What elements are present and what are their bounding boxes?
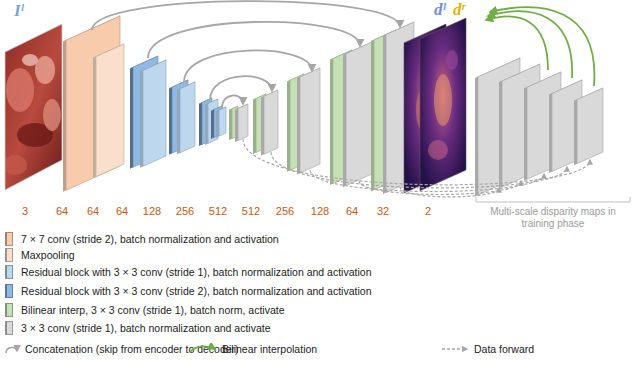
layer-slab xyxy=(574,88,603,165)
slab-edge xyxy=(549,94,552,174)
slab-edge xyxy=(177,89,180,155)
slab-edge xyxy=(235,109,238,143)
channel-count: 128 xyxy=(311,205,329,218)
group-note: Multi-scale disparity maps in training p… xyxy=(473,206,633,230)
channel-count: 256 xyxy=(276,205,294,218)
legend-swatch xyxy=(5,284,13,298)
slab-edge xyxy=(93,57,96,179)
channel-count: 3 xyxy=(22,205,28,218)
legend-swatch xyxy=(5,303,13,317)
layer-slab xyxy=(177,82,195,154)
legend-entry: Bilinear interpolation xyxy=(188,343,317,355)
legend-text: Bilinear interp, 3 × 3 conv (stride 1), … xyxy=(21,304,285,316)
legend-text: Concatenation (skip from encoder to deco… xyxy=(25,343,239,355)
slab-edge xyxy=(287,80,290,172)
input-image xyxy=(0,20,70,195)
channel-count: 256 xyxy=(176,205,194,218)
slab-edge xyxy=(205,104,208,146)
channel-count: 512 xyxy=(209,205,227,218)
layer-slab xyxy=(140,60,166,168)
slab-edge xyxy=(130,67,133,169)
legend-entry: Bilinear interp, 3 × 3 conv (stride 1), … xyxy=(5,303,285,317)
legend-text: 7 × 7 conv (stride 2), batch normalizati… xyxy=(21,233,279,245)
channel-count: 32 xyxy=(377,205,389,218)
slab-face xyxy=(346,42,372,186)
slab-face xyxy=(219,107,226,136)
slab-edge xyxy=(211,110,214,140)
slab-edge xyxy=(499,81,502,189)
layer-slab xyxy=(93,44,124,178)
data-forward-arcs xyxy=(243,139,590,197)
slab-edge xyxy=(140,70,143,168)
slab-edge xyxy=(574,100,577,166)
legend-line-sample xyxy=(440,343,470,355)
bilinear-upsample-arrows xyxy=(486,7,594,86)
slab-edge xyxy=(524,87,527,181)
channel-count: 64 xyxy=(116,205,128,218)
layer-slab xyxy=(261,90,278,156)
slab-face xyxy=(577,88,603,164)
slab-edge xyxy=(63,40,66,192)
legend-entry: Maxpooling xyxy=(5,248,75,262)
layer-slab xyxy=(297,68,320,175)
slab-edge xyxy=(199,103,202,147)
legend-entry: Data forward xyxy=(440,343,534,355)
slab-face xyxy=(96,44,124,177)
slab-edge xyxy=(371,40,374,192)
slab-edge xyxy=(343,54,346,188)
slab-face xyxy=(300,68,320,173)
legend-line-sample xyxy=(188,343,218,355)
legend-entry: Concatenation (skip from encoder to deco… xyxy=(5,343,239,355)
legend-entry: 3 × 3 conv (stride 1), batch normalizati… xyxy=(5,321,271,335)
image-symbol: Iˡ xyxy=(14,1,24,21)
legend-swatch xyxy=(5,265,13,279)
map-symbol: dˡ xyxy=(434,0,445,20)
slab-edge xyxy=(253,99,256,155)
skip-concatenation-arcs xyxy=(92,1,400,108)
legend-entry: Residual block with 3 × 3 conv (stride 2… xyxy=(5,284,371,298)
legend-swatch xyxy=(5,321,13,335)
legend-swatch xyxy=(5,248,13,262)
layer-slab xyxy=(205,99,218,145)
slab-face xyxy=(208,99,218,144)
slab-edge xyxy=(383,35,386,195)
slab-edge xyxy=(297,77,300,175)
legend-text: Maxpooling xyxy=(21,249,75,261)
legend-text: Residual block with 3 × 3 conv (stride 2… xyxy=(21,285,371,297)
channel-count: 2 xyxy=(425,205,431,218)
slab-edge xyxy=(229,109,232,141)
legend-text: Bilinear interpolation xyxy=(222,343,317,355)
slab-edge xyxy=(216,110,219,137)
slab-face xyxy=(143,60,166,166)
channel-count: 128 xyxy=(143,205,161,218)
group-bracket xyxy=(476,197,630,202)
slab-face xyxy=(238,104,248,141)
slab-edge xyxy=(330,59,333,186)
map-symbol: dʳ xyxy=(453,0,465,20)
channel-count: 64 xyxy=(87,205,99,218)
legend-text: Residual block with 3 × 3 conv (stride 1… xyxy=(21,266,371,278)
channel-count: 64 xyxy=(56,205,68,218)
layer-slab xyxy=(343,42,372,187)
legend-text: Data forward xyxy=(474,343,534,355)
channel-count: 512 xyxy=(242,205,260,218)
slab-face xyxy=(180,82,195,153)
legend-line-sample xyxy=(5,343,21,355)
layer-slab xyxy=(235,104,248,142)
legend-entry: 7 × 7 conv (stride 2), batch normalizati… xyxy=(5,232,279,246)
layer-slabs xyxy=(63,16,603,196)
legend-swatch xyxy=(5,232,13,246)
slab-edge xyxy=(475,77,478,196)
image-frame xyxy=(5,24,62,190)
legend-entry: Residual block with 3 × 3 conv (stride 1… xyxy=(5,265,371,279)
slab-face xyxy=(264,90,278,154)
slab-edge xyxy=(261,96,264,156)
channel-count: 64 xyxy=(346,205,358,218)
legend-text: 3 × 3 conv (stride 1), batch normalizati… xyxy=(21,322,271,334)
slab-edge xyxy=(169,87,172,155)
disparity-maps xyxy=(404,18,466,193)
layer-slab xyxy=(216,107,226,138)
